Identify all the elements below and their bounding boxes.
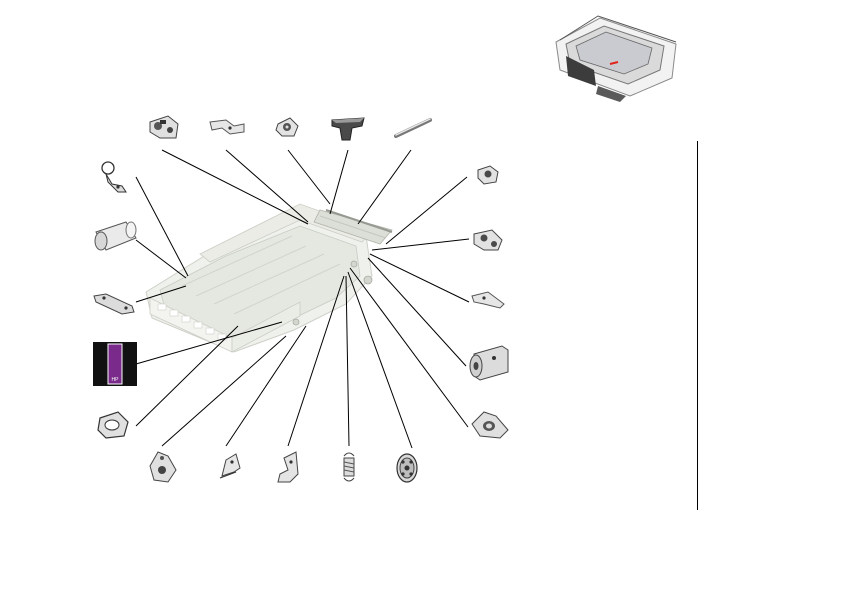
side-gear-bracket-icon[interactable] [473,229,503,251]
slide-rail-icon[interactable] [93,293,135,315]
l-bracket-icon[interactable] [277,451,299,483]
leader-line [345,275,350,447]
pulley-wheel-icon[interactable] [396,453,418,483]
cartridge-badge-text: HP [112,377,120,383]
gear-bracket-icon[interactable] [149,115,179,139]
leader-line [135,325,239,427]
leader-lines [135,149,470,449]
leader-line [225,149,309,223]
leader-line [347,271,413,449]
leader-line [135,285,187,303]
gasket-plate-icon[interactable] [471,411,509,439]
flange-gasket-icon[interactable] [97,411,129,439]
leader-line [161,149,309,225]
small-gear-icon[interactable] [275,117,299,137]
leader-line [161,335,287,447]
label-cartridge-icon[interactable]: HP [93,342,137,386]
assembly-overview-icon[interactable] [552,4,679,135]
leader-line [371,238,470,251]
mount-block-icon[interactable] [331,117,365,141]
latch-plate-icon[interactable] [471,291,505,309]
leader-line [367,257,467,367]
leader-line [287,275,345,447]
leader-line [385,176,468,245]
bushing-tube-icon[interactable] [469,345,509,381]
gear-cluster-icon[interactable] [101,161,127,193]
leader-line [135,176,189,277]
leader-line [287,149,331,205]
hinge-bracket-icon[interactable] [209,119,245,135]
leader-line [329,149,349,215]
cam-gear-icon[interactable] [149,451,177,483]
main-assembly [145,203,393,353]
leader-line [135,321,283,365]
rod-shaft-icon[interactable] [394,118,432,138]
leader-line [357,149,412,225]
snap-clip-icon[interactable] [477,165,499,185]
link-arm-icon[interactable] [219,453,241,479]
spring-icon[interactable] [343,452,355,482]
leader-line [135,239,187,279]
leader-line [369,253,470,303]
leader-line [349,267,469,428]
roller-sleeve-icon[interactable] [94,221,137,251]
leader-line [225,325,307,447]
